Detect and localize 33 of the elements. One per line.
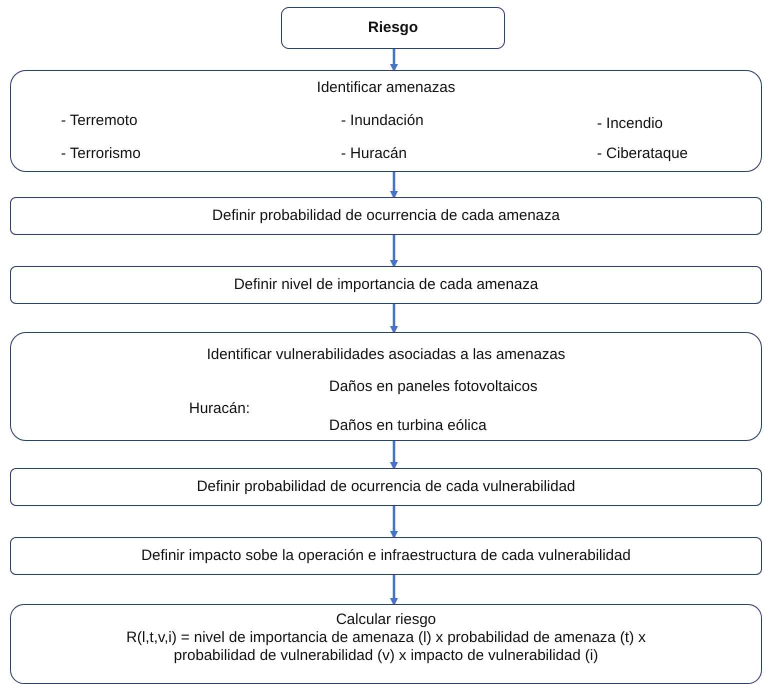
list-item: - Huracán [341,145,407,163]
arrow [390,441,398,470]
node-heading: Identificar vulnerabilidades asociadas a las amenazas [206,346,566,364]
arrow [390,49,398,72]
arrow [390,506,398,539]
formula-text: R(l,t,v,i) = nivel de importancia de amenaza (l) x probabilidad de amenaza (t) x probabilidad de vulnerabilidad (v) x impacto de vulnerabilidad (i) [125,629,647,665]
list-item: - Inundación [341,112,424,130]
list-item: Daños en turbina eólica [329,417,487,435]
arrow [390,172,398,199]
list-item: - Incendio [597,115,663,133]
node-text: Definir nivel de importancia de cada amenaza [232,276,540,294]
process-box [10,537,762,575]
node-heading: Identificar amenazas [316,79,456,97]
process-box [10,70,762,172]
process-box [281,7,505,49]
list-item: Daños en paneles fotovoltaicos [329,378,538,396]
node-heading: Calcular riesgo [334,611,438,629]
list-item: - Ciberataque [597,145,688,163]
process-box [10,332,762,441]
arrow [390,235,398,268]
process-box [10,604,762,684]
list-label: Huracán: [189,400,250,418]
node-text: Definir impacto sobe la operación e infraestructura de cada vulnerabilidad [140,547,632,565]
process-box [10,266,762,304]
node-text: Definir probabilidad de ocurrencia de cada amenaza [211,207,561,225]
process-box [10,468,762,506]
list-item: - Terrorismo [61,145,141,163]
arrow [390,575,398,606]
list-item: - Terremoto [61,112,138,130]
process-box [10,197,762,235]
node-title: Riesgo [366,19,419,37]
arrow [390,304,398,334]
node-text: Definir probabilidad de ocurrencia de cada vulnerabilidad [196,478,576,496]
